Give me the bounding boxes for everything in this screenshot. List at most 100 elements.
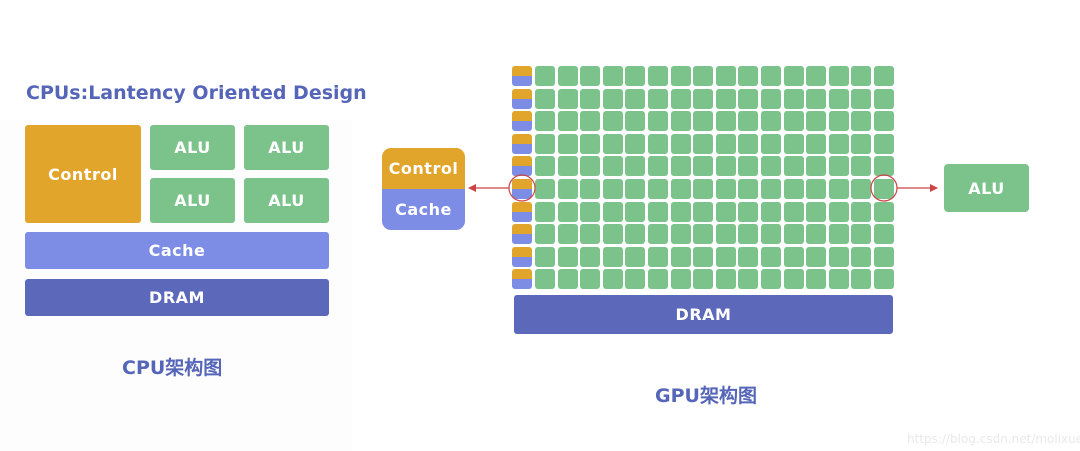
gpu-alu-cell [602,111,623,132]
gpu-alu-cell [806,269,827,290]
gpu-alu-cell [602,269,623,290]
gpu-control-segment [512,133,532,144]
gpu-alu-cell [761,201,781,222]
gpu-alu-cell [874,246,894,267]
gpu-alu-cell [761,269,781,290]
gpu-detail-cache: Cache [382,189,465,230]
gpu-dram-block: DRAM [514,295,893,334]
gpu-alu-cell [580,156,601,177]
gpu-alu-cell [783,88,804,109]
watermark: https://blog.csdn.net/molixuebeibi [907,432,1080,446]
gpu-alu-cell [693,156,714,177]
gpu-alu-cell [806,224,827,245]
gpu-alu-cell [738,224,759,245]
gpu-alu-cell [693,179,714,199]
gpu-alu-cell [580,179,601,199]
gpu-alu-cell [761,133,781,154]
gpu-alu-cell [557,111,578,132]
gpu-cache-segment [512,166,532,177]
cpu-dram-block: DRAM [25,279,329,316]
gpu-alu-cell [874,66,894,86]
gpu-alu-cell [670,133,691,154]
gpu-alu-cell [806,133,827,154]
gpu-alu-cell [580,201,601,222]
gpu-alu-cell [783,246,804,267]
gpu-alu-cell [602,66,623,86]
gpu-alu-cell [806,88,827,109]
gpu-detail-cache-label: Cache [395,200,452,219]
gpu-alu-cell [625,246,646,267]
gpu-control-segment [512,224,532,235]
gpu-cache-segment [512,234,532,245]
gpu-control-cache-unit [512,201,532,222]
gpu-alu-cell [535,269,555,290]
gpu-alu-cell [557,269,578,290]
cpu-diagram-title: CPUs:Lantency Oriented Design [26,82,367,104]
gpu-alu-cell [806,179,827,199]
gpu-alu-cell [557,66,578,86]
cpu-control-block: Control [25,125,141,223]
gpu-alu-cell [828,156,849,177]
cpu-alu-block: ALU [244,178,329,223]
gpu-alu-cell [715,156,736,177]
gpu-alu-cell [783,201,804,222]
gpu-alu-cell [783,133,804,154]
gpu-alu-cell [851,201,872,222]
gpu-alu-cell [828,88,849,109]
gpu-alu-cell [828,224,849,245]
gpu-detail-alu-label: ALU [968,178,1005,198]
gpu-alu-cell [874,88,894,109]
gpu-alu-cell [828,269,849,290]
gpu-alu-cell [602,179,623,199]
gpu-control-cache-unit [512,66,532,86]
gpu-alu-cell [535,246,555,267]
gpu-alu-cell [715,179,736,199]
gpu-alu-cell [648,224,668,245]
gpu-cache-segment [512,256,532,267]
gpu-alu-cell [580,224,601,245]
gpu-alu-cell [693,269,714,290]
gpu-alu-cell [851,179,872,199]
gpu-alu-cell [557,133,578,154]
gpu-control-cache-unit [512,111,532,132]
gpu-control-cache-detail: Control Cache [382,148,465,230]
gpu-alu-cell [738,133,759,154]
gpu-alu-cell [557,179,578,199]
gpu-alu-cell [535,201,555,222]
cpu-diagram-caption: CPU架构图 [122,357,223,379]
gpu-alu-cell [874,179,894,199]
gpu-control-segment [512,201,532,212]
gpu-alu-cell [715,224,736,245]
gpu-alu-cell [874,111,894,132]
gpu-alu-cell [670,201,691,222]
gpu-control-segment [512,269,532,280]
cpu-alu-label: ALU [268,191,305,210]
gpu-alu-cell [851,111,872,132]
gpu-alu-cell [783,66,804,86]
gpu-cache-segment [512,143,532,154]
gpu-alu-cell [535,156,555,177]
gpu-alu-cell [851,66,872,86]
gpu-alu-cell [761,111,781,132]
gpu-control-segment [512,246,532,257]
gpu-alu-cell [783,111,804,132]
gpu-alu-cell [535,179,555,199]
gpu-alu-cell [715,201,736,222]
gpu-control-segment [512,88,532,99]
gpu-alu-cell [738,179,759,199]
gpu-alu-cell [806,201,827,222]
gpu-cache-segment [512,279,532,290]
gpu-alu-cell [557,224,578,245]
gpu-alu-cell [874,156,894,177]
gpu-core-grid [512,66,894,290]
gpu-control-cache-unit [512,133,532,154]
gpu-alu-cell [535,66,555,86]
gpu-alu-cell [828,133,849,154]
gpu-alu-cell [602,224,623,245]
gpu-alu-cell [602,88,623,109]
gpu-alu-cell [806,246,827,267]
gpu-alu-cell [693,66,714,86]
gpu-cache-segment [512,211,532,222]
gpu-alu-cell [580,133,601,154]
gpu-alu-cell [693,88,714,109]
